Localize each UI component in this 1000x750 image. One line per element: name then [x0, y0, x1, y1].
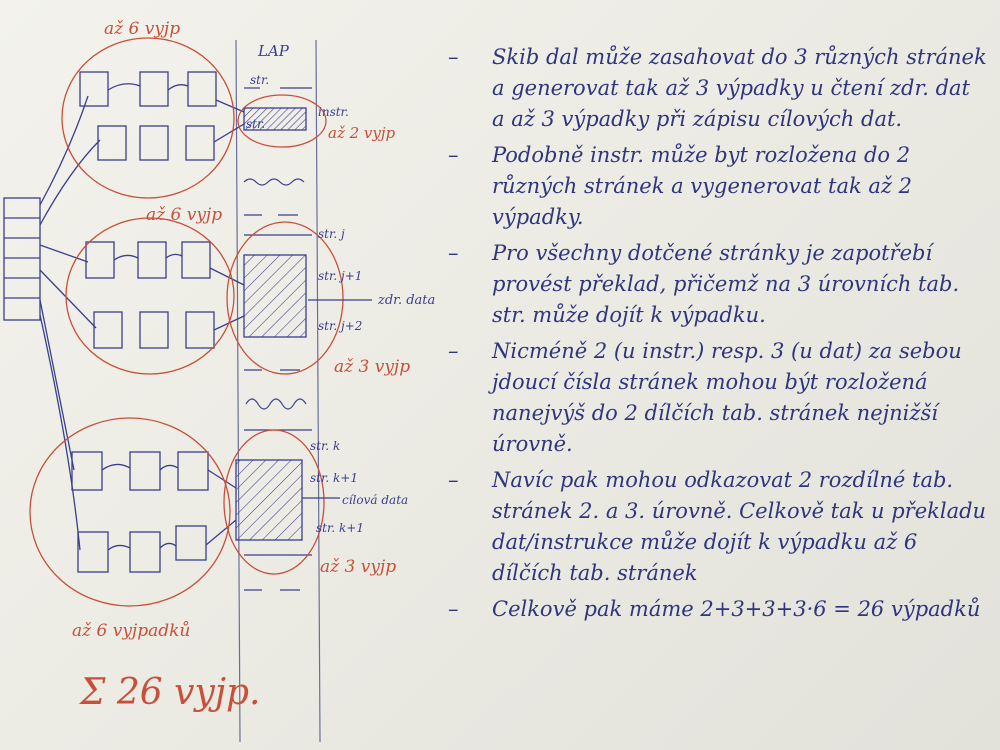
- label-bottom-memory: až 3 vyjp: [320, 557, 396, 577]
- label-middle-memory: až 3 vyjp: [334, 357, 410, 377]
- note-item: Podobně instr. může byt rozložena do 2 r…: [448, 140, 988, 233]
- page-table-tree: [3, 71, 245, 573]
- note-item: Navíc pak mohou odkazovat 2 rozdílné tab…: [448, 465, 988, 589]
- zdr-data-pointer: [302, 299, 372, 499]
- note-item: Skib dal může zasahovat do 3 různých str…: [448, 42, 988, 135]
- note-item: Pro všechny dotčené stránky je zapotřebí…: [448, 238, 988, 331]
- label-str-k: str. k: [310, 439, 340, 453]
- label-str-k1: str. k+1: [310, 471, 358, 485]
- label-str-j2: str. j+2: [318, 319, 362, 333]
- label-top-group: až 6 vyjp: [104, 19, 180, 39]
- virtual-address-column: [235, 39, 321, 743]
- memory-blocks: [235, 107, 307, 541]
- notes-list: Skib dal může zasahovat do 3 různých str…: [448, 42, 988, 630]
- label-str-j: str. j: [318, 227, 345, 241]
- label-zdr-data: zdr. data: [377, 293, 435, 308]
- label-total: Σ 26 vyjp.: [78, 672, 260, 713]
- column-dividers: [243, 87, 312, 591]
- column-title: LAP: [257, 42, 290, 60]
- label-cilova-data: cílová data: [342, 493, 408, 507]
- label-str-1: str.: [250, 73, 269, 87]
- label-instr: instr.: [318, 105, 349, 119]
- label-bottom-group: až 6 vyjpadků: [72, 621, 190, 641]
- label-str-2: str.: [246, 117, 265, 131]
- note-item: Celkově pak máme 2+3+3+3·6 = 26 výpadků: [448, 594, 988, 625]
- label-top-memory: až 2 vyjp: [328, 124, 396, 142]
- label-middle-group: až 6 vyjp: [146, 205, 222, 225]
- red-circles: [29, 37, 344, 607]
- label-str-k2: str. k+1: [316, 521, 364, 535]
- note-item: Nicméně 2 (u instr.) resp. 3 (u dat) za …: [448, 336, 988, 460]
- label-str-j1: str. j+1: [318, 269, 362, 283]
